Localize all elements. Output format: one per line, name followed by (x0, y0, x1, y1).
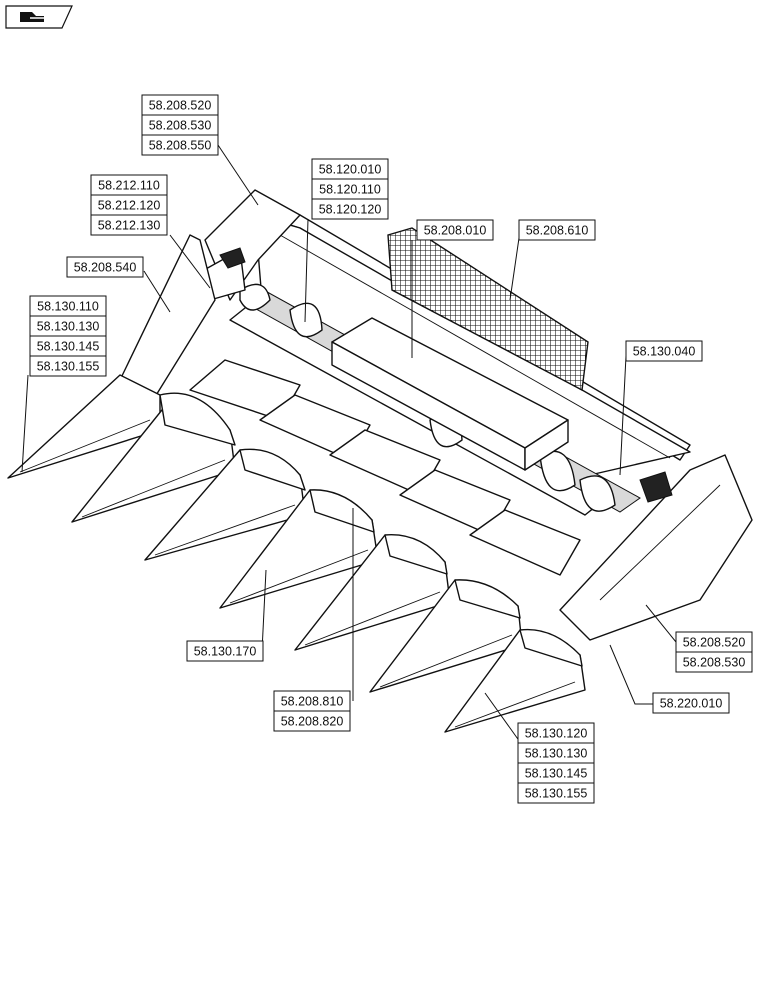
svg-text:58.130.110: 58.130.110 (37, 300, 99, 314)
svg-text:58.120.120: 58.120.120 (319, 203, 382, 217)
callout-c20[interactable]: 58.220.010 (652, 692, 730, 714)
callout-c3[interactable]: 58.208.550 (141, 134, 219, 156)
svg-text:58.208.810: 58.208.810 (281, 695, 344, 709)
svg-text:58.130.040: 58.130.040 (633, 345, 696, 359)
svg-text:58.208.550: 58.208.550 (149, 139, 212, 153)
callout-labels: 58.208.520 58.208.530 58.208.550 58.120.… (29, 94, 753, 804)
svg-text:58.130.155: 58.130.155 (37, 360, 100, 374)
svg-text:58.208.010: 58.208.010 (424, 224, 487, 238)
corn-header-drawing (7, 189, 753, 733)
svg-text:58.120.110: 58.120.110 (319, 183, 381, 197)
svg-text:58.212.110: 58.212.110 (98, 179, 160, 193)
callout-c17[interactable]: 58.130.040 (625, 340, 703, 362)
callout-c14[interactable]: 58.130.155 (29, 355, 107, 377)
callout-c6[interactable]: 58.120.120 (311, 198, 389, 220)
callout-c18[interactable]: 58.208.520 (675, 631, 753, 653)
callout-c4[interactable]: 58.120.010 (311, 158, 389, 180)
svg-text:58.208.530: 58.208.530 (683, 656, 746, 670)
svg-text:58.208.820: 58.208.820 (281, 715, 344, 729)
svg-text:58.130.145: 58.130.145 (525, 767, 588, 781)
callout-c1[interactable]: 58.208.520 (141, 94, 219, 116)
callout-c13[interactable]: 58.130.145 (29, 335, 107, 357)
svg-text:58.208.540: 58.208.540 (74, 261, 137, 275)
svg-text:58.212.130: 58.212.130 (98, 219, 161, 233)
callout-c27[interactable]: 58.130.155 (517, 782, 595, 804)
svg-text:58.130.170: 58.130.170 (194, 645, 257, 659)
callout-c10[interactable]: 58.208.540 (66, 256, 144, 278)
svg-text:58.130.145: 58.130.145 (37, 340, 100, 354)
rear-screen (387, 227, 589, 392)
svg-text:58.212.120: 58.212.120 (98, 199, 161, 213)
svg-text:58.130.130: 58.130.130 (37, 320, 100, 334)
callout-c16[interactable]: 58.208.610 (518, 219, 596, 241)
callout-c8[interactable]: 58.212.120 (90, 194, 168, 216)
callout-c2[interactable]: 58.208.530 (141, 114, 219, 136)
book-arrow-icon[interactable] (5, 5, 73, 29)
callout-c5[interactable]: 58.120.110 (311, 178, 389, 200)
callout-c12[interactable]: 58.130.130 (29, 315, 107, 337)
callout-c26[interactable]: 58.130.145 (517, 762, 595, 784)
right-end-sheet (559, 454, 753, 641)
svg-text:58.208.520: 58.208.520 (149, 99, 212, 113)
svg-text:58.130.155: 58.130.155 (525, 787, 588, 801)
callout-c25[interactable]: 58.130.130 (517, 742, 595, 764)
svg-text:58.130.130: 58.130.130 (525, 747, 588, 761)
callout-c9[interactable]: 58.212.130 (90, 214, 168, 236)
callout-c11[interactable]: 58.130.110 (29, 295, 107, 317)
callout-c22[interactable]: 58.208.810 (273, 690, 351, 712)
svg-text:58.120.010: 58.120.010 (319, 163, 382, 177)
svg-text:58.130.120: 58.130.120 (525, 727, 588, 741)
leader-lines (21, 144, 677, 743)
svg-text:58.208.520: 58.208.520 (683, 636, 746, 650)
callout-c19[interactable]: 58.208.530 (675, 651, 753, 673)
callout-c15[interactable]: 58.208.010 (416, 219, 494, 241)
callout-c21[interactable]: 58.130.170 (186, 640, 264, 662)
callout-c24[interactable]: 58.130.120 (517, 722, 595, 744)
svg-text:58.220.010: 58.220.010 (660, 697, 723, 711)
callout-c23[interactable]: 58.208.820 (273, 710, 351, 732)
callout-c7[interactable]: 58.212.110 (90, 174, 168, 196)
svg-text:58.208.610: 58.208.610 (526, 224, 589, 238)
svg-text:58.208.530: 58.208.530 (149, 119, 212, 133)
